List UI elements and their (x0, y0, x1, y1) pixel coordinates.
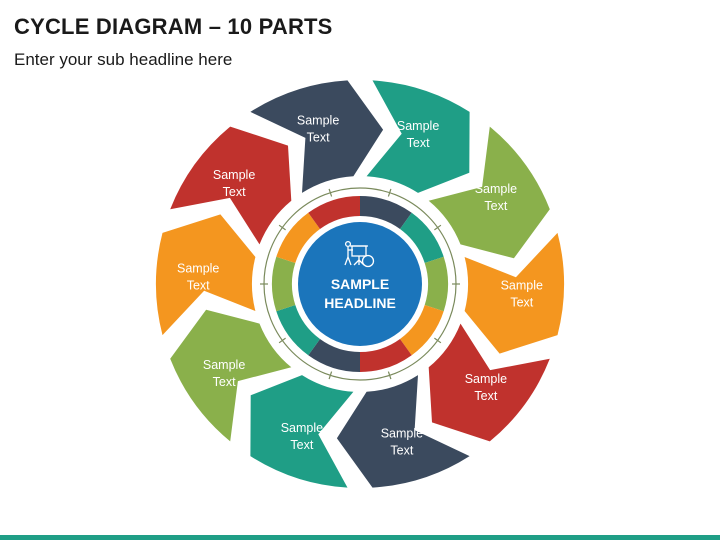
cycle-segment-8 (170, 309, 292, 442)
ring-tick-3 (434, 224, 442, 231)
segment-1-label-line2: Text (307, 131, 330, 145)
inner-ring-band-7 (276, 305, 320, 356)
page-title: CYCLE DIAGRAM – 10 PARTS (14, 14, 333, 39)
segment-10-label-line2: Text (223, 185, 246, 199)
cycle-segment-2 (366, 80, 470, 193)
ring-tick-5 (434, 337, 442, 344)
inner-ring-band-2 (400, 212, 444, 263)
inner-ring-band-3 (424, 256, 449, 312)
center-headline-line2: HEADLINE (324, 295, 396, 311)
inner-ring-band-5 (360, 339, 412, 372)
cycle-segment-7 (250, 375, 354, 488)
inner-ring-band-10 (308, 196, 360, 229)
ring-tick-1 (328, 188, 333, 197)
cycle-segment-6 (336, 375, 470, 488)
segment-3-label-line2: Text (484, 199, 507, 213)
cycle-segment-4 (464, 232, 565, 354)
segment-9-label-line1: Sample (177, 262, 219, 276)
presentation-board-icon (344, 240, 375, 268)
cycle-segment-9 (155, 214, 256, 336)
segment-4-label-line2: Text (510, 296, 533, 310)
ring-tick-10 (278, 224, 286, 231)
center-circle (298, 222, 422, 346)
segment-5-label-line2: Text (474, 389, 497, 403)
inner-ring-band-4 (400, 305, 444, 356)
ring-tick-2 (387, 188, 392, 197)
ring-tick-7 (328, 371, 333, 380)
bottom-accent-bar (0, 535, 720, 540)
cycle-segment-5 (428, 323, 550, 442)
segment-4-label-line1: Sample (501, 279, 543, 293)
inner-ring-band-1 (360, 196, 412, 229)
segment-6-label-line1: Sample (381, 427, 423, 441)
segment-labels: SampleTextSampleTextSampleTextSampleText… (177, 114, 543, 458)
segment-9-label-line2: Text (187, 279, 210, 293)
segment-7-label-line1: Sample (281, 421, 323, 435)
segment-8-label-line1: Sample (203, 358, 245, 372)
segment-10-label-line1: Sample (213, 168, 255, 182)
ring-tick-6 (387, 371, 392, 380)
inner-ring-band-9 (276, 212, 320, 263)
segment-7-label-line2: Text (290, 438, 313, 452)
outer-segments (155, 80, 565, 488)
cycle-segment-3 (428, 126, 550, 259)
ring-tick-8 (278, 337, 286, 344)
segment-5-label-line1: Sample (465, 372, 507, 386)
segment-6-label-line2: Text (390, 444, 413, 458)
segment-2-label-line2: Text (407, 136, 430, 150)
segment-3-label-line1: Sample (475, 182, 517, 196)
inner-ring-band-6 (308, 339, 360, 372)
segment-1-label-line1: Sample (297, 114, 339, 128)
inner-ring-band-8 (271, 256, 296, 312)
inner-ring (271, 196, 449, 372)
segment-8-label-line2: Text (213, 375, 236, 389)
page-subtitle: Enter your sub headline here (14, 50, 233, 69)
ring-ticks (260, 188, 460, 380)
cycle-segment-1 (250, 80, 384, 193)
cycle-segment-10 (170, 126, 292, 245)
segment-2-label-line1: Sample (397, 119, 439, 133)
center-headline-line1: SAMPLE (331, 276, 389, 292)
